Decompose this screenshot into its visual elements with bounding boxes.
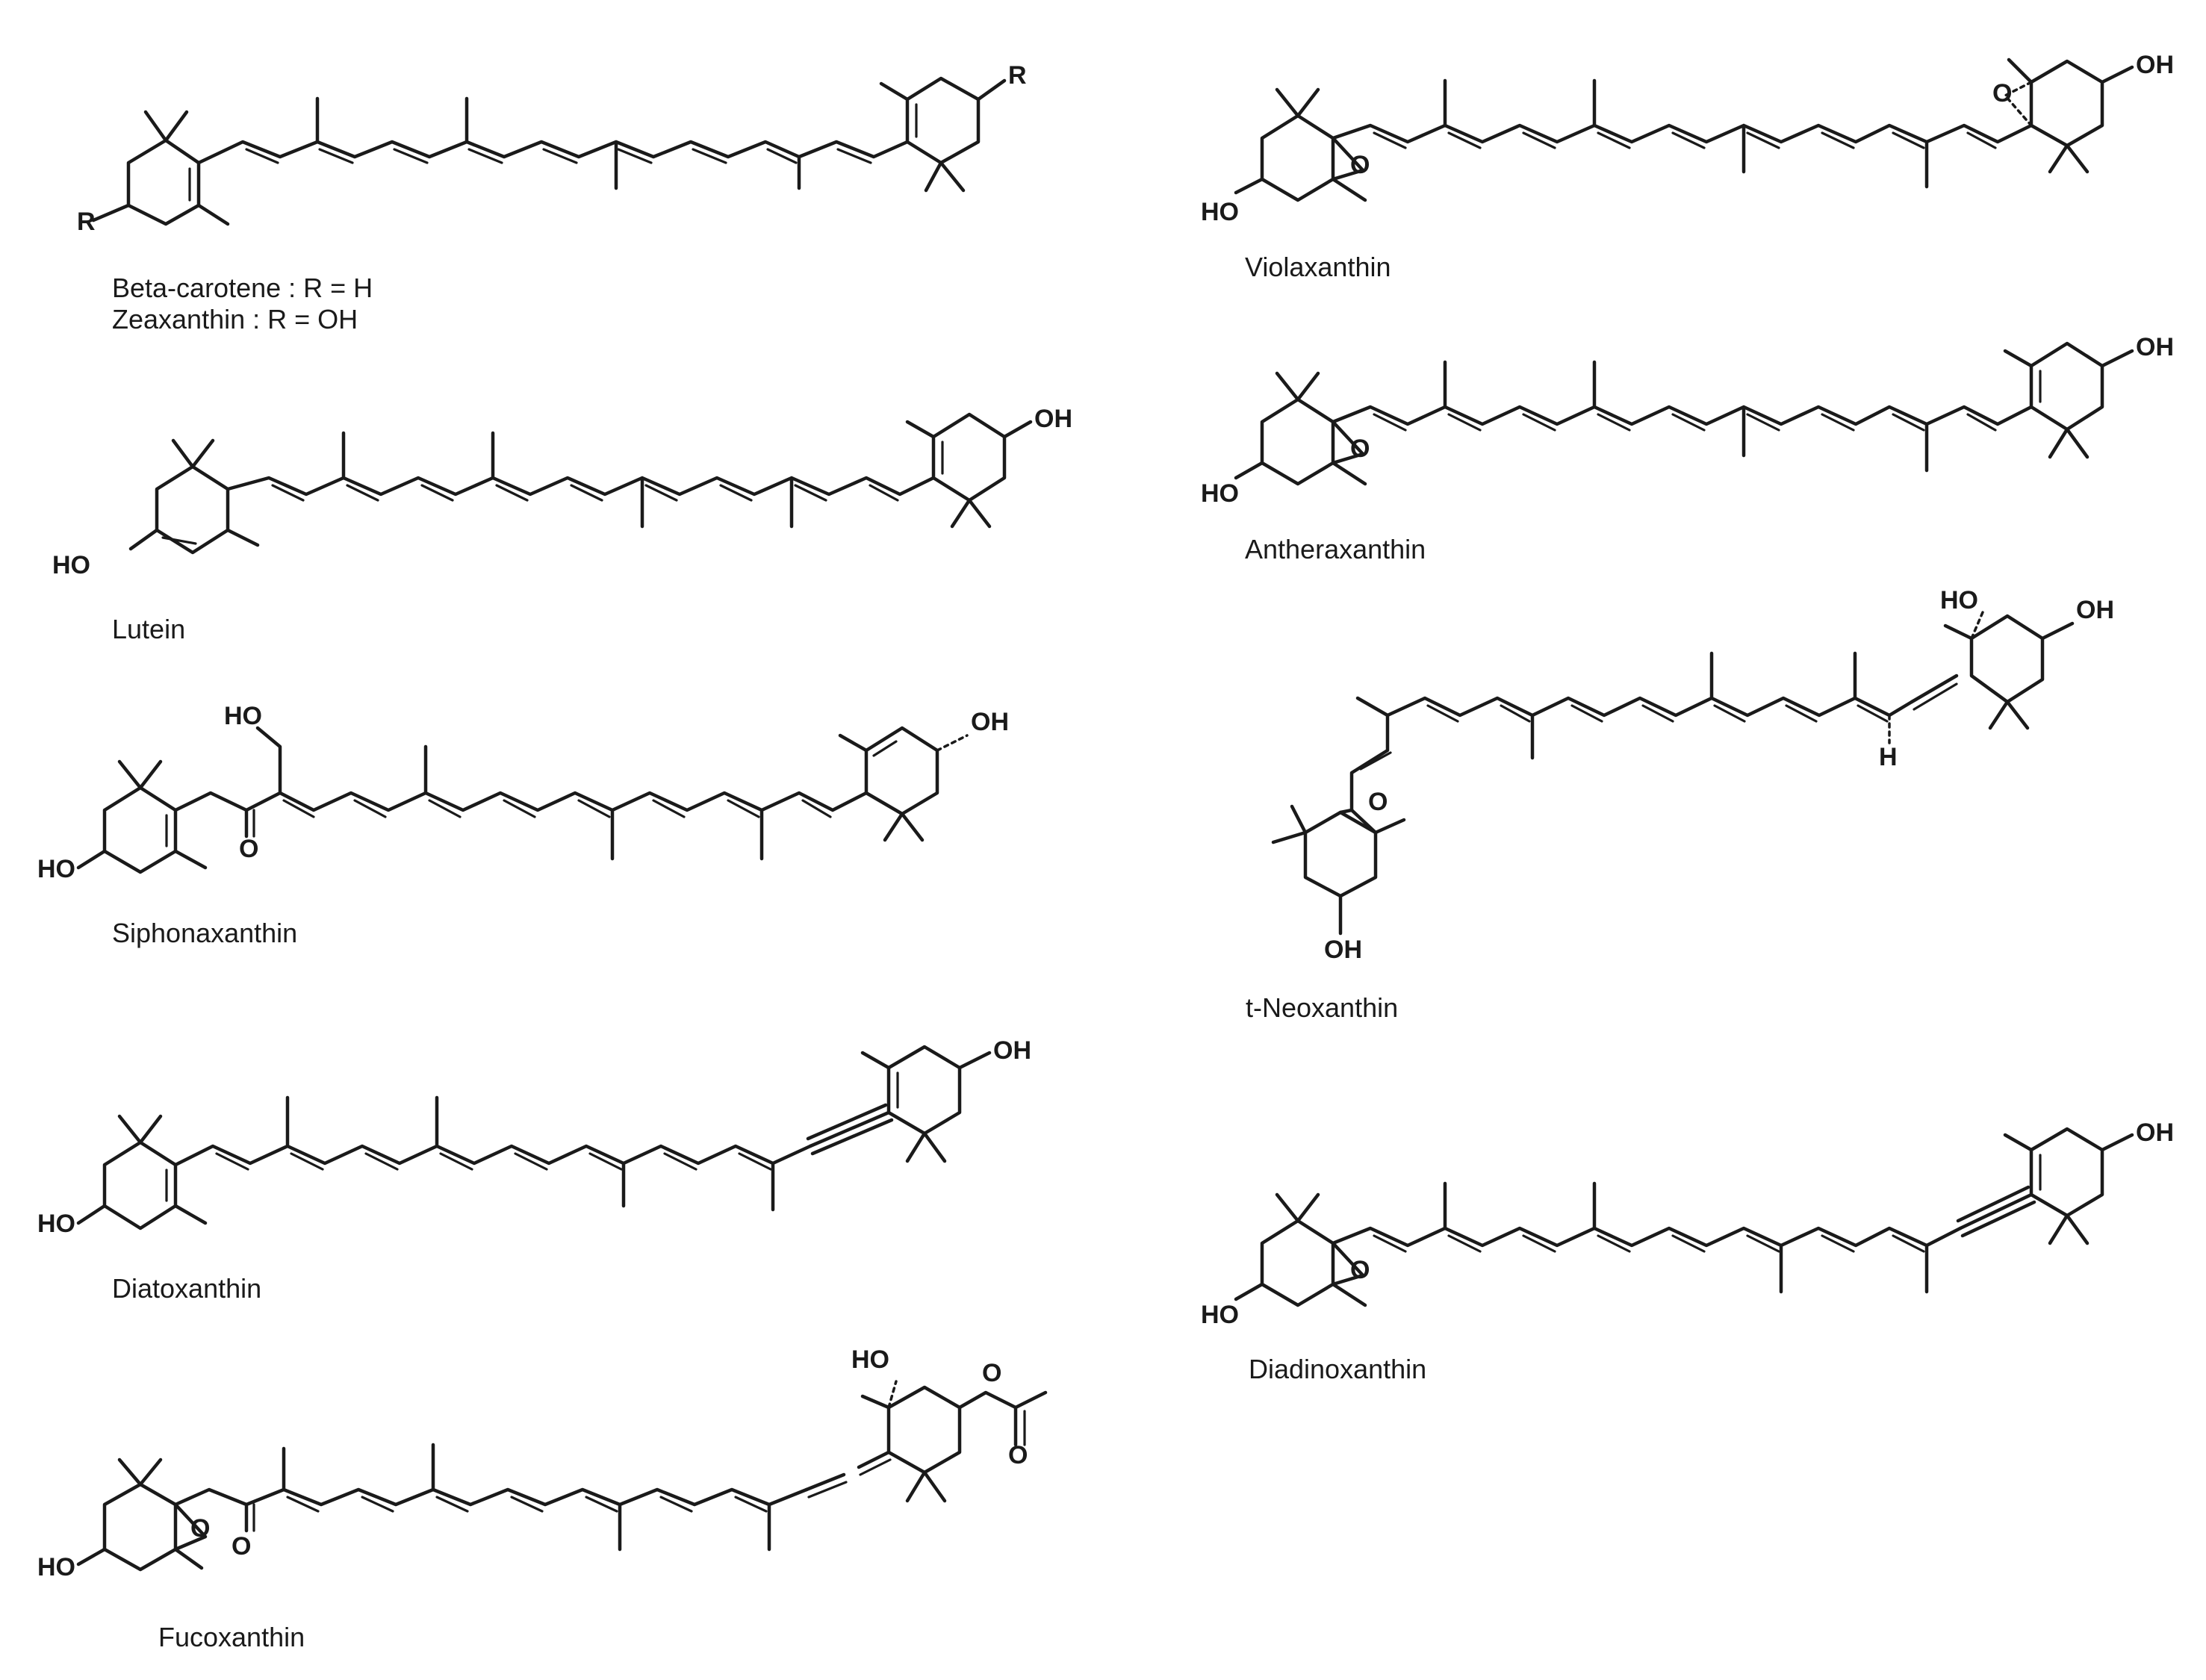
structure-antheraxanthin: [1234, 341, 2134, 486]
carbonyl-oxygen: O: [232, 1532, 251, 1561]
epoxide-oxygen: O: [190, 1514, 210, 1543]
hydroxyl-left: HO: [1201, 479, 1239, 508]
ring-hydroxyl: HO: [851, 1345, 889, 1374]
carbonyl-oxygen: O: [239, 835, 258, 863]
hydroxyl-right: OH: [1034, 405, 1072, 433]
hydroxyl-right: OH: [993, 1036, 1031, 1065]
structure-beta-carotene-zeaxanthin: [91, 76, 1007, 226]
epoxide-oxygen-left: O: [1350, 151, 1370, 179]
epoxide-oxygen: O: [1368, 788, 1388, 816]
caption-diadinoxanthin: Diadinoxanthin: [1249, 1354, 1426, 1384]
epoxide-oxygen-right: O: [1992, 79, 2012, 108]
caption-antheraxanthin: Antheraxanthin: [1245, 534, 1426, 564]
hydroxyl-right: OH: [2136, 1119, 2174, 1147]
hydroxyl-right: OH: [2076, 596, 2114, 624]
caption-fucoxanthin: Fucoxanthin: [158, 1622, 305, 1652]
r-group-right: R: [1008, 61, 1027, 90]
epoxide-oxygen-left: O: [1350, 435, 1370, 463]
hydroxyl-left: HO: [1201, 1301, 1239, 1329]
hydroxyl-left: HO: [1201, 198, 1239, 226]
hydroxyl-right: OH: [2136, 333, 2174, 361]
caption-violaxanthin: Violaxanthin: [1245, 252, 1391, 282]
allene-hydrogen: H: [1879, 743, 1898, 771]
caption-beta-carotene: Beta-carotene : R = H: [112, 273, 373, 303]
structure-violaxanthin: [1234, 57, 2134, 202]
structure-siphonaxanthin: [76, 726, 969, 874]
caption-t-neoxanthin: t-Neoxanthin: [1246, 992, 1398, 1023]
hydroxymethyl-oh: HO: [224, 702, 262, 730]
caption-lutein: Lutein: [112, 614, 185, 644]
hydroxyl-left: HO: [37, 855, 75, 883]
caption-diatoxanthin: Diatoxanthin: [112, 1273, 261, 1304]
hydroxyl-right: OH: [2136, 51, 2174, 79]
structure-lutein: [128, 412, 1033, 555]
caption-siphonaxanthin: Siphonaxanthin: [112, 918, 297, 948]
hydroxyl-left: HO: [37, 1553, 75, 1581]
epoxide-oxygen-left: O: [1350, 1256, 1370, 1284]
ester-oxygen: O: [982, 1359, 1001, 1387]
structure-diatoxanthin: [76, 1045, 992, 1231]
acetyl-oxygen: O: [1008, 1441, 1028, 1469]
structure-fucoxanthin: [76, 1380, 1048, 1572]
structure-diadinoxanthin: [1234, 1127, 2134, 1307]
hydroxyl-left: HO: [37, 1210, 75, 1238]
caption-zeaxanthin: Zeaxanthin : R = OH: [112, 304, 358, 335]
structure-t-neoxanthin: [1271, 611, 2075, 936]
hydroxyl-bottom: OH: [1324, 936, 1362, 964]
hydroxyl-right: OH: [971, 708, 1009, 736]
r-group-left: R: [77, 208, 96, 236]
hydroxyl-left: HO: [52, 551, 90, 579]
ring-hydroxyl: HO: [1940, 586, 1978, 615]
